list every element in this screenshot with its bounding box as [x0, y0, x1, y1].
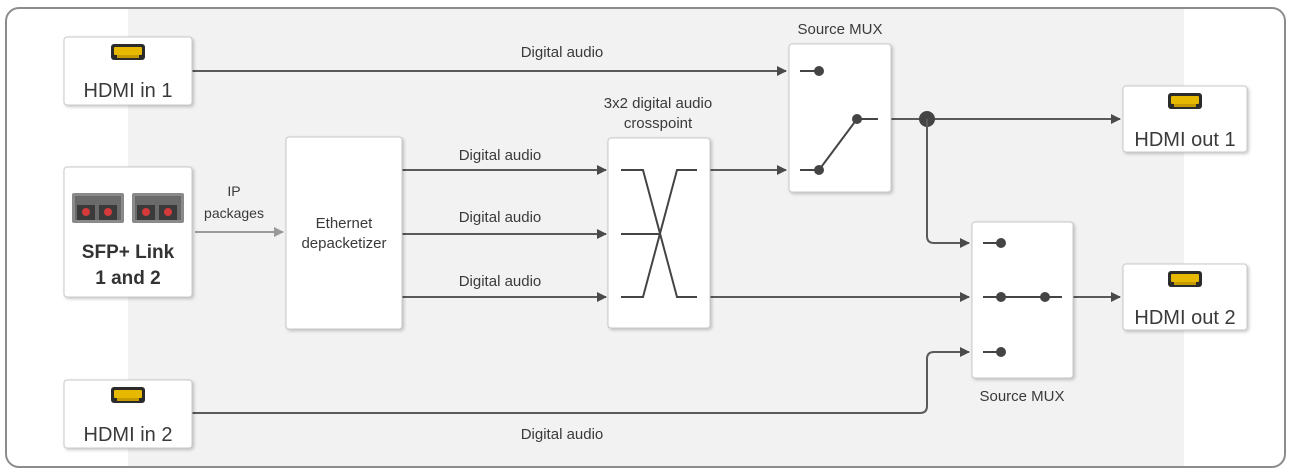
source-mux-bottom-label: Source MUX [979, 388, 1064, 405]
crosspoint-block: 3x2 digital audio crosspoint [604, 95, 712, 329]
source-mux-top-label: Source MUX [797, 21, 882, 38]
wire-hdmi-in2-to-mux [192, 347, 970, 414]
crosspoint-matrix-icon [621, 169, 697, 298]
source-mux-bottom-block: Source MUX [971, 221, 1074, 405]
sfp-connector-icon [72, 193, 184, 223]
hdmi-connector-icon [111, 387, 145, 403]
sfp-label-line2: 1 and 2 [95, 268, 160, 289]
label-digital-audio-top: Digital audio [521, 44, 604, 61]
hdmi-out-1-label: HDMI out 1 [1134, 129, 1235, 151]
label-ip: IP [227, 183, 240, 199]
hdmi-out-2-block: HDMI out 2 [1122, 263, 1248, 331]
hdmi-in-1-label: HDMI in 1 [84, 80, 173, 102]
label-digital-audio-1: Digital audio [459, 147, 542, 164]
ethernet-label-line1: Ethernet [316, 215, 374, 232]
hdmi-in-1-block: HDMI in 1 [63, 36, 193, 106]
label-digital-audio-bottom: Digital audio [521, 426, 604, 443]
switch-icon [800, 66, 878, 175]
crosspoint-label-line1: 3x2 digital audio [604, 95, 712, 112]
hdmi-connector-icon [111, 44, 145, 60]
hdmi-connector-icon [1168, 93, 1202, 109]
wire-branch-to-mux-bottom [926, 119, 970, 248]
sfp-link-block: SFP+ Link 1 and 2 [63, 166, 193, 298]
sfp-label-line1: SFP+ Link [82, 242, 175, 263]
source-mux-top-block: Source MUX [788, 21, 892, 193]
hdmi-out-2-label: HDMI out 2 [1134, 307, 1235, 329]
label-packages: packages [204, 205, 264, 221]
hdmi-connector-icon [1168, 271, 1202, 287]
ethernet-label-line2: depacketizer [301, 235, 386, 252]
label-digital-audio-3: Digital audio [459, 273, 542, 290]
hdmi-out-1-block: HDMI out 1 [1122, 85, 1248, 153]
ethernet-depacketizer-block: Ethernet depacketizer [285, 136, 403, 330]
crosspoint-label-line2: crosspoint [624, 115, 693, 132]
hdmi-in-2-block: HDMI in 2 [63, 379, 193, 449]
hdmi-in-2-label: HDMI in 2 [84, 424, 173, 446]
switch-icon [983, 238, 1062, 357]
label-digital-audio-2: Digital audio [459, 209, 542, 226]
